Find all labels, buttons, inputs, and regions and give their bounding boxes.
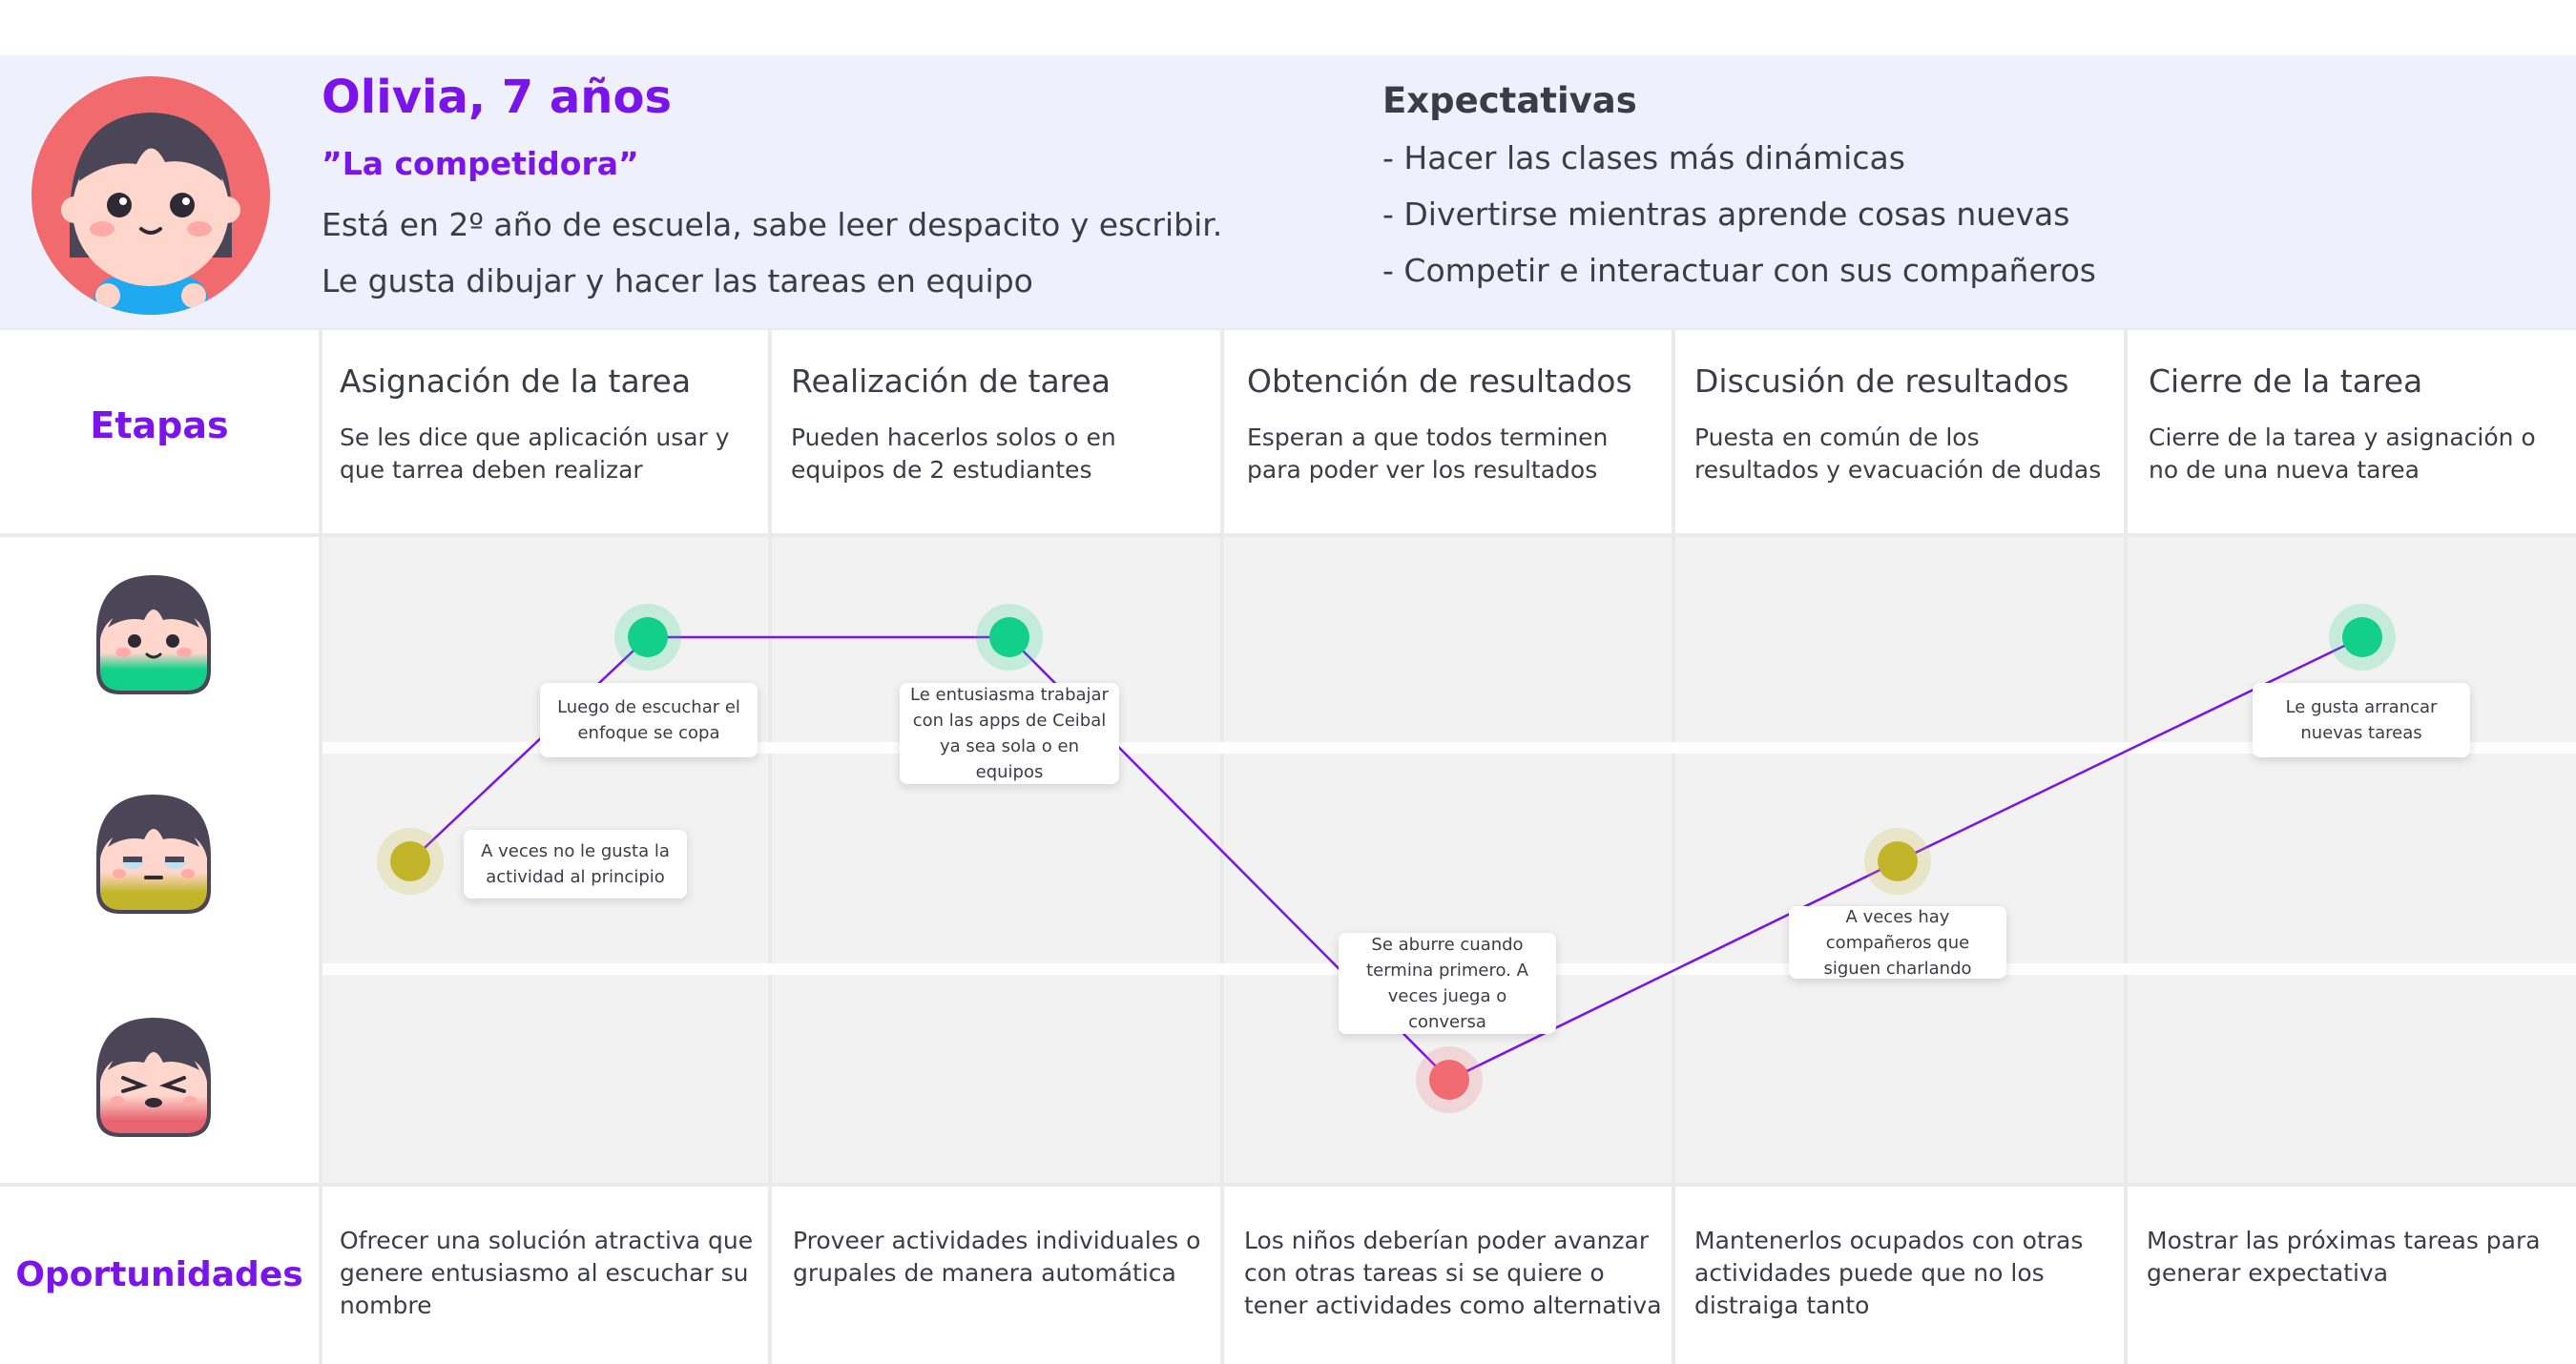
opportunity-text: Proveer actividades individuales o grupa…: [793, 1227, 1201, 1287]
journey-note: Le entusiasma trabajar con las apps de C…: [900, 683, 1119, 784]
persona-description-line: Le gusta dibujar y hacer las tareas en e…: [322, 262, 1033, 300]
expectation-item: - Divertirse mientras aprende cosas nuev…: [1382, 196, 2070, 233]
angry-face-icon: [96, 1018, 211, 1137]
neutral-face-icon: [96, 795, 211, 914]
emotion-chart-column: [1224, 537, 1672, 1183]
opportunities-label: Oportunidades: [15, 1255, 303, 1294]
stage-cell: Obtención de resultados Esperan a que to…: [1224, 330, 1672, 533]
stage-description: Esperan a que todos terminen para poder …: [1247, 424, 1609, 484]
happy-face-icon: [96, 575, 211, 694]
opportunity-cell: Ofrecer una solución atractiva que gener…: [322, 1187, 768, 1364]
persona-header: [0, 55, 2576, 328]
stage-cell: Cierre de la tarea Cierre de la tarea y …: [2128, 330, 2576, 533]
journey-note: A veces hay compañeros que siguen charla…: [1789, 906, 2006, 979]
opportunity-text: Mantenerlos ocupados con otras actividad…: [1694, 1227, 2084, 1319]
emotion-chart-column: [1675, 537, 2124, 1183]
opportunity-text: Mostrar las próximas tareas para generar…: [2147, 1227, 2541, 1287]
stages-label: Etapas: [90, 404, 229, 446]
stage-title: Asignación de la tarea: [340, 362, 692, 400]
opportunity-text: Los niños deberían poder avanzar con otr…: [1244, 1227, 1662, 1319]
stage-title: Obtención de resultados: [1247, 362, 1632, 400]
stage-description: Puesta en común de los resultados y evac…: [1694, 424, 2102, 484]
stage-description: Se les dice que aplicación usar y que ta…: [340, 424, 730, 484]
stages-label-cell: Etapas: [0, 330, 319, 533]
stage-cell: Discusión de resultados Puesta en común …: [1675, 330, 2124, 533]
stage-title: Realización de tarea: [791, 362, 1111, 400]
stage-cell: Asignación de la tarea Se les dice que a…: [322, 330, 768, 533]
stage-title: Discusión de resultados: [1694, 362, 2069, 400]
expectations-title: Expectativas: [1382, 80, 1637, 121]
stage-cell: Realización de tarea Pueden hacerlos sol…: [772, 330, 1220, 533]
journey-note: Se aburre cuando termina primero. A vece…: [1339, 933, 1556, 1034]
opportunities-label-cell: Oportunidades: [0, 1187, 319, 1364]
emotion-chart-column: [2128, 537, 2576, 1183]
expectation-item: - Hacer las clases más dinámicas: [1382, 139, 1905, 176]
emotion-chart-column: [772, 537, 1220, 1183]
opportunity-cell: Proveer actividades individuales o grupa…: [772, 1187, 1220, 1364]
opportunity-cell: Mantenerlos ocupados con otras actividad…: [1675, 1187, 2124, 1364]
opportunity-text: Ofrecer una solución atractiva que gener…: [340, 1227, 754, 1319]
opportunity-cell: Los niños deberían poder avanzar con otr…: [1224, 1187, 1672, 1364]
persona-avatar: [31, 76, 270, 315]
journey-note: Le gusta arrancar nuevas tareas: [2253, 683, 2470, 757]
stage-description: Cierre de la tarea y asignación o no de …: [2149, 424, 2536, 484]
persona-name: Olivia, 7 años: [322, 71, 673, 124]
stage-description: Pueden hacerlos solos o en equipos de 2 …: [791, 424, 1116, 484]
persona-description-line: Está en 2º año de escuela, sabe leer des…: [322, 206, 1223, 243]
top-strip: [0, 0, 2576, 55]
expectation-item: - Competir e interactuar con sus compañe…: [1382, 252, 2096, 289]
journey-note: A veces no le gusta la actividad al prin…: [464, 830, 687, 899]
opportunity-cell: Mostrar las próximas tareas para generar…: [2128, 1187, 2576, 1364]
persona-nickname: ”La competidora”: [322, 145, 639, 182]
journey-note: Luego de escuchar el enfoque se copa: [540, 683, 758, 757]
stage-title: Cierre de la tarea: [2149, 362, 2423, 400]
